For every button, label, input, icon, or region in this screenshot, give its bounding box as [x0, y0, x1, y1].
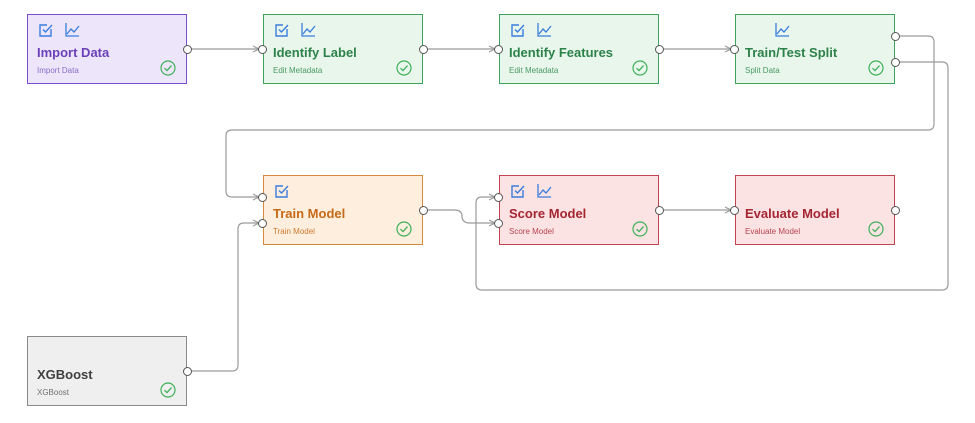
node-title: Train/Test Split — [745, 45, 838, 60]
input-port[interactable] — [730, 45, 739, 54]
node-train-test-split[interactable]: Train/Test Split Split Data — [730, 14, 900, 84]
input-port[interactable] — [258, 45, 267, 54]
node-identify-features[interactable]: Identify Features Edit Metadata — [494, 14, 664, 84]
chart-line-icon[interactable] — [774, 22, 790, 38]
node-subtitle: Edit Metadata — [509, 66, 559, 75]
input-port-model[interactable] — [258, 219, 267, 228]
input-port-data[interactable] — [258, 193, 267, 202]
node-subtitle: Evaluate Model — [745, 227, 801, 236]
input-port[interactable] — [730, 206, 739, 215]
node-subtitle: Import Data — [37, 66, 79, 75]
edit-check-icon[interactable] — [38, 22, 54, 38]
check-circle-icon — [868, 60, 884, 76]
node-subtitle: Edit Metadata — [273, 66, 323, 75]
output-port[interactable] — [419, 45, 428, 54]
output-port[interactable] — [183, 367, 192, 376]
output-port-train[interactable] — [891, 32, 900, 41]
node-title: Score Model — [509, 206, 587, 221]
chart-line-icon[interactable] — [300, 22, 316, 38]
node-title: Train Model — [273, 206, 346, 221]
node-title: Import Data — [37, 45, 110, 60]
edit-check-icon[interactable] — [274, 183, 290, 199]
connector-xgboost-to-train — [192, 223, 259, 372]
node-title: Identify Label — [273, 45, 357, 60]
node-subtitle: Score Model — [509, 227, 554, 236]
edit-check-icon[interactable] — [510, 22, 526, 38]
edit-check-icon[interactable] — [274, 22, 290, 38]
node-xgboost[interactable]: XGBoost XGBoost — [27, 336, 192, 406]
node-identify-label[interactable]: Identify Label Edit Metadata — [258, 14, 428, 84]
node-score-model[interactable]: Score Model Score Model — [494, 175, 664, 245]
output-port-test[interactable] — [891, 58, 900, 67]
output-port[interactable] — [183, 45, 192, 54]
chart-line-icon[interactable] — [536, 183, 552, 199]
node-title: Identify Features — [509, 45, 614, 60]
node-subtitle: Train Model — [273, 227, 315, 236]
check-circle-icon — [632, 221, 648, 237]
check-circle-icon — [396, 60, 412, 76]
connector-train-to-score — [428, 209, 495, 223]
chart-line-icon[interactable] — [64, 22, 80, 38]
input-port-model[interactable] — [494, 219, 503, 228]
node-title: XGBoost — [37, 367, 93, 382]
input-port-data[interactable] — [494, 193, 503, 202]
connector-split-to-score — [475, 61, 949, 291]
edit-check-icon[interactable] — [510, 183, 526, 199]
check-circle-icon — [868, 221, 884, 237]
input-port[interactable] — [494, 45, 503, 54]
check-circle-icon — [160, 382, 176, 398]
node-subtitle: Split Data — [745, 66, 780, 75]
node-train-model[interactable]: Train Model Train Model — [258, 175, 428, 245]
check-circle-icon — [160, 60, 176, 76]
node-evaluate-model[interactable]: Evaluate Model Evaluate Model — [730, 175, 900, 245]
connector-split-to-train — [225, 35, 935, 197]
node-subtitle: XGBoost — [37, 388, 70, 397]
output-port[interactable] — [655, 206, 664, 215]
node-title: Evaluate Model — [745, 206, 840, 221]
output-port[interactable] — [655, 45, 664, 54]
check-circle-icon — [632, 60, 648, 76]
output-port[interactable] — [419, 206, 428, 215]
chart-line-icon[interactable] — [536, 22, 552, 38]
check-circle-icon — [396, 221, 412, 237]
output-port[interactable] — [891, 206, 900, 215]
node-import-data[interactable]: Import Data Import Data — [27, 14, 192, 84]
